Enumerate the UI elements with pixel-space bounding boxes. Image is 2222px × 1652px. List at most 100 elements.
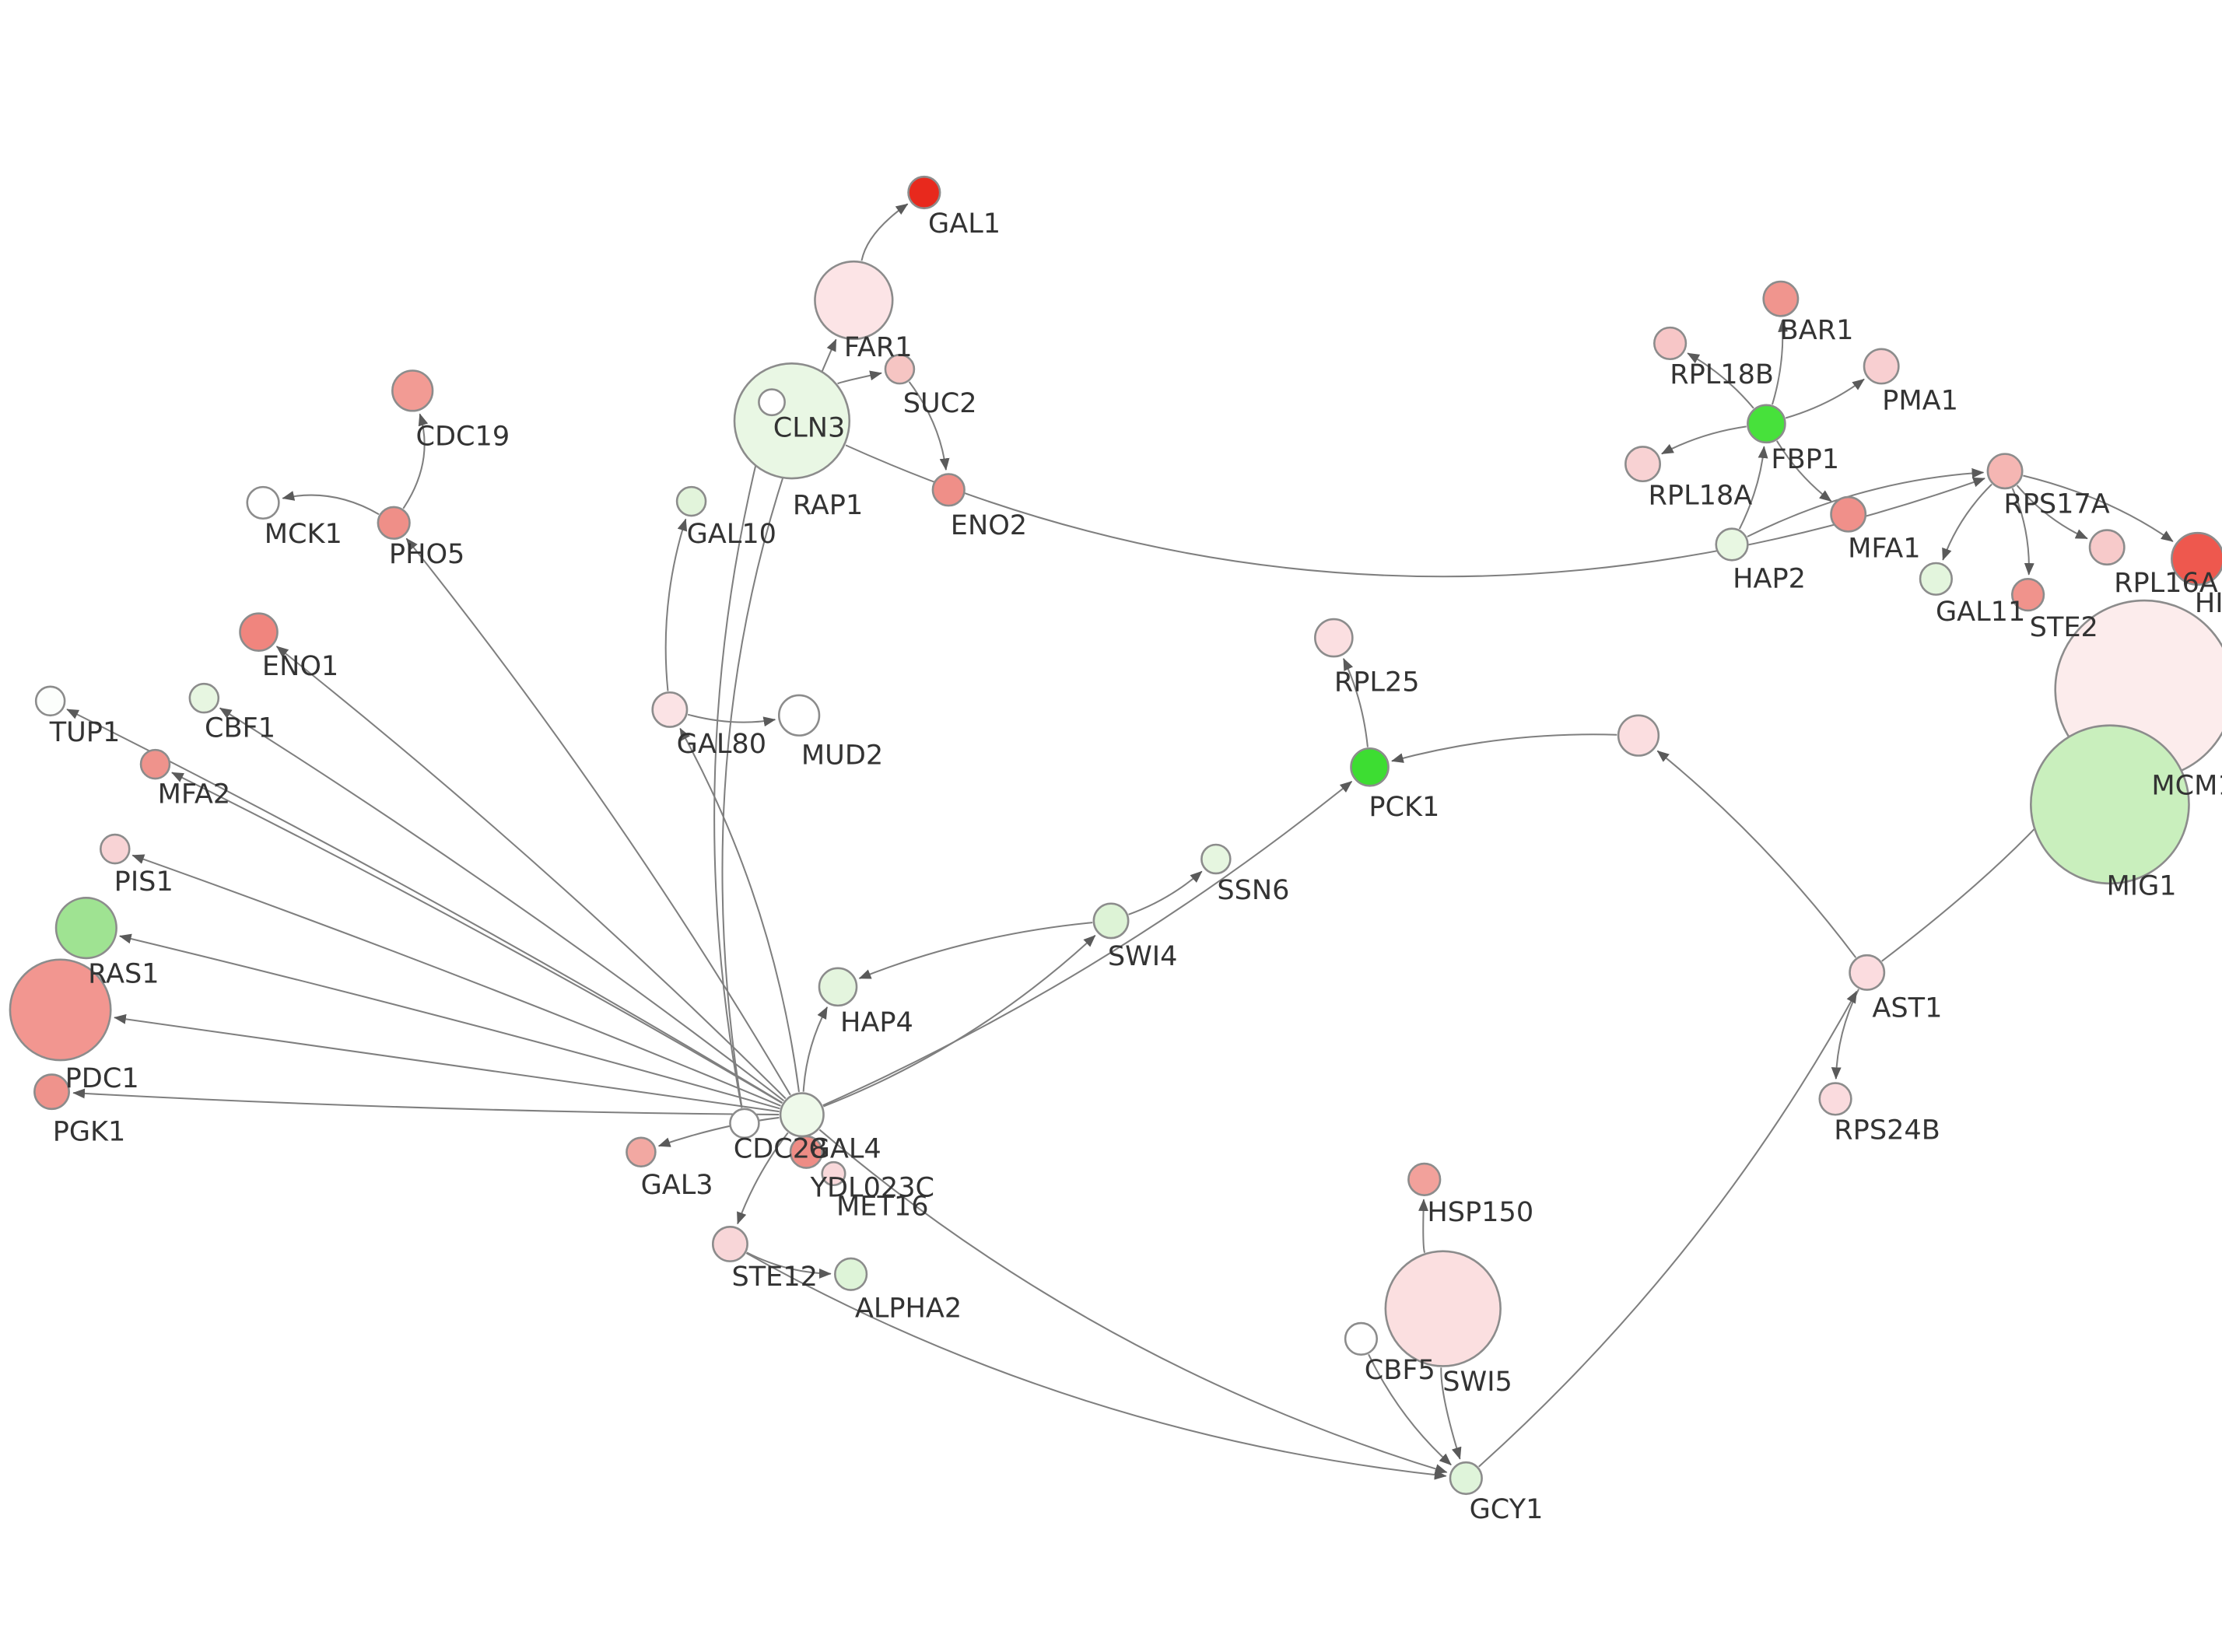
edge-ast1-node1[interactable] bbox=[1656, 750, 1857, 958]
edge-cbf5-gcy1[interactable] bbox=[1368, 1353, 1452, 1466]
node-his4[interactable] bbox=[2171, 531, 2222, 586]
edge-gal4-pck1[interactable] bbox=[822, 780, 1353, 1107]
edge-gcy1-ast1[interactable] bbox=[1478, 990, 1858, 1468]
edge-rap1-rps17a[interactable] bbox=[845, 444, 1985, 578]
node-fbp1[interactable] bbox=[1747, 404, 1786, 444]
edge-suc2-eno2[interactable] bbox=[908, 381, 950, 471]
edge-ste12-alpha2[interactable] bbox=[746, 1251, 832, 1279]
edge-rps17a-ste2[interactable] bbox=[2011, 488, 2034, 576]
node-met16[interactable] bbox=[821, 1160, 846, 1187]
node-ste2[interactable] bbox=[2010, 578, 2045, 612]
edge-gal4-pdc1[interactable] bbox=[114, 1013, 780, 1113]
edge-node1-pck1[interactable] bbox=[1391, 733, 1617, 763]
node-mfa1[interactable] bbox=[1830, 495, 1867, 533]
edge-gal4-eno1[interactable] bbox=[275, 646, 787, 1100]
edge-hap2-fbp1[interactable] bbox=[1738, 446, 1768, 530]
edge-fbp1-rpl18b[interactable] bbox=[1687, 352, 1754, 409]
edge-gal4-pis1[interactable] bbox=[131, 854, 781, 1107]
node-tup1[interactable] bbox=[34, 685, 66, 717]
node-hsp150[interactable] bbox=[1407, 1162, 1442, 1196]
node-gal1[interactable] bbox=[907, 175, 941, 210]
node-gal80[interactable] bbox=[651, 691, 689, 728]
edge-ast1-rps24b[interactable] bbox=[1831, 989, 1859, 1080]
node-cln3[interactable] bbox=[758, 388, 786, 417]
node-ste12[interactable] bbox=[711, 1226, 748, 1262]
edge-gal4-cbf1[interactable] bbox=[219, 707, 784, 1101]
node-cdc19[interactable] bbox=[391, 369, 434, 412]
edge-ste12-gcy1[interactable] bbox=[745, 1252, 1447, 1480]
edge-gal4-tup1[interactable] bbox=[66, 709, 783, 1104]
edge-far1-gal1[interactable] bbox=[860, 203, 909, 261]
node-ydl023c[interactable] bbox=[789, 1135, 823, 1169]
node-alpha2[interactable] bbox=[834, 1257, 868, 1291]
node-eno1[interactable] bbox=[239, 612, 279, 652]
node-pdc1[interactable] bbox=[9, 958, 112, 1062]
node-hap2[interactable] bbox=[1715, 527, 1749, 562]
node-gal4[interactable] bbox=[779, 1092, 825, 1138]
node-cbf5[interactable] bbox=[1344, 1321, 1379, 1356]
node-ras1[interactable] bbox=[54, 897, 117, 960]
edge-gal4-hap4[interactable] bbox=[802, 1006, 829, 1092]
edge-swi4-ssn6[interactable] bbox=[1128, 870, 1203, 915]
node-ssn6[interactable] bbox=[1200, 843, 1232, 875]
edge-rps17a-gal11[interactable] bbox=[1942, 483, 1992, 561]
node-gal11[interactable] bbox=[1919, 562, 1953, 596]
edge-swi5-gcy1[interactable] bbox=[1440, 1367, 1462, 1460]
node-pma1[interactable] bbox=[1863, 348, 1900, 385]
node-gal10[interactable] bbox=[675, 485, 707, 517]
node-pho5[interactable] bbox=[377, 506, 411, 540]
node-rps24b[interactable] bbox=[1818, 1082, 1852, 1116]
node-bar1[interactable] bbox=[1762, 280, 1800, 317]
node-gcy1[interactable] bbox=[1449, 1461, 1483, 1496]
node-swi4[interactable] bbox=[1092, 902, 1130, 940]
edge-gal4-swi4[interactable] bbox=[822, 934, 1096, 1108]
edge-gal4-gal80[interactable] bbox=[679, 727, 800, 1093]
edge-gal4-gal3[interactable] bbox=[657, 1116, 780, 1147]
node-mfa2[interactable] bbox=[139, 748, 171, 780]
node-swi5[interactable] bbox=[1384, 1250, 1502, 1367]
edge-pck1-rpl25[interactable] bbox=[1342, 657, 1369, 747]
edge-rps17a-his4[interactable] bbox=[2023, 474, 2174, 542]
edge-gal80-mud2[interactable] bbox=[687, 713, 776, 727]
node-rps17a[interactable] bbox=[1986, 453, 2024, 490]
edge-rps17a-rpl16a[interactable] bbox=[2016, 485, 2088, 540]
node-pgk1[interactable] bbox=[33, 1073, 70, 1111]
node-suc2[interactable] bbox=[884, 353, 916, 385]
node-mig1[interactable] bbox=[2030, 724, 2190, 885]
node-cdc28[interactable] bbox=[729, 1108, 760, 1139]
edge-gal4-pho5[interactable] bbox=[405, 537, 791, 1096]
node-mck1[interactable] bbox=[246, 485, 280, 520]
node-rpl18b[interactable] bbox=[1653, 326, 1688, 361]
edge-pho5-cdc19[interactable] bbox=[402, 413, 429, 509]
node-hap4[interactable] bbox=[818, 967, 858, 1007]
node-rpl18a[interactable] bbox=[1624, 446, 1661, 483]
node-eno2[interactable] bbox=[931, 473, 966, 507]
node-cbf1[interactable] bbox=[188, 682, 220, 714]
node-pis1[interactable] bbox=[100, 833, 131, 865]
node-mud2[interactable] bbox=[777, 694, 821, 737]
node-ast1[interactable] bbox=[1849, 954, 1886, 991]
edge-gal4-gcy1[interactable] bbox=[818, 1129, 1448, 1474]
edge-gal80-gal10[interactable] bbox=[664, 518, 688, 691]
edge-swi4-hap4[interactable] bbox=[858, 922, 1093, 979]
edge-gal4-ras1[interactable] bbox=[118, 933, 780, 1110]
edge-cdc28-cln3[interactable] bbox=[713, 418, 769, 1108]
edge-swi5-hsp150[interactable] bbox=[1418, 1199, 1428, 1254]
edge-gal4-mfa2[interactable] bbox=[171, 772, 783, 1104]
edge-rap1-suc2[interactable] bbox=[837, 370, 882, 385]
edge-fbp1-rpl18a[interactable] bbox=[1661, 425, 1747, 455]
edge-gal4-ste12[interactable] bbox=[737, 1132, 789, 1225]
node-gal3[interactable] bbox=[626, 1136, 657, 1168]
edge-fbp1-mfa1[interactable] bbox=[1776, 440, 1832, 502]
node-rpl16a[interactable] bbox=[2088, 529, 2126, 566]
edge-fbp1-pma1[interactable] bbox=[1785, 378, 1865, 419]
node-node1[interactable] bbox=[1617, 714, 1660, 757]
node-pck1[interactable] bbox=[1350, 747, 1390, 787]
edge-hap2-rps17a[interactable] bbox=[1747, 467, 1985, 537]
edge-pho5-mck1[interactable] bbox=[282, 491, 380, 516]
edge-gal4-pgk1[interactable] bbox=[72, 1088, 780, 1116]
node-rpl25[interactable] bbox=[1314, 618, 1354, 658]
node-far1[interactable] bbox=[814, 260, 894, 341]
